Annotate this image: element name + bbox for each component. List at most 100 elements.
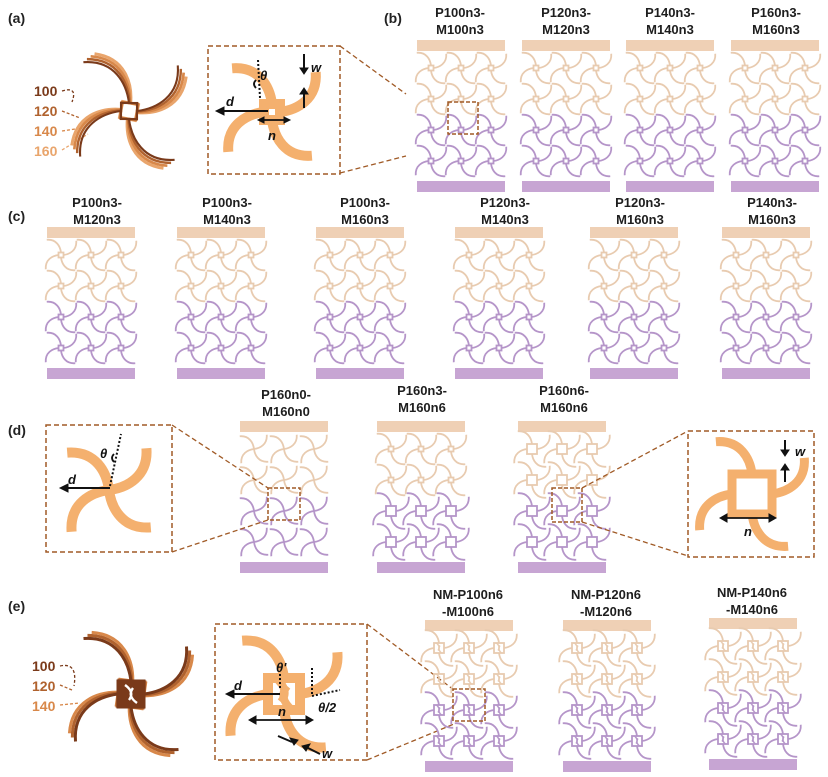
lattice-unit-cell (558, 629, 596, 667)
pinwheel-arm (471, 302, 486, 318)
pinwheel-arm (734, 738, 749, 754)
pinwheel-arm (446, 144, 462, 159)
pinwheel-size-variant (70, 52, 188, 170)
pinwheel-hub (762, 251, 770, 259)
pinwheel-arm (747, 84, 762, 100)
pinwheel-arm (727, 724, 742, 740)
pinwheel-arm (455, 527, 470, 543)
lattice-unit-cell (788, 113, 822, 147)
lattice-c4 (452, 227, 546, 384)
lattice-unit-cell (204, 238, 238, 272)
lattice-unit-cell (558, 691, 596, 729)
nested-inner-arms (436, 704, 442, 716)
pinwheel-arm (543, 479, 558, 495)
pinwheel-arm (473, 695, 488, 711)
lattice-unit-cell (44, 331, 78, 365)
pinwheel-arm (474, 129, 489, 145)
pinwheel-arm (206, 269, 222, 284)
pinwheel-hub (447, 445, 455, 453)
lattice-unit-cell (788, 144, 822, 178)
pinwheel-arm (591, 546, 607, 561)
pinwheel-arm (76, 331, 92, 346)
lattice-unit-cell (749, 238, 783, 272)
lattice-unit-cell (549, 113, 583, 147)
pinwheel-arm (490, 70, 506, 85)
pinwheel-hub (119, 101, 139, 121)
lattice-unit-cell (204, 331, 238, 365)
lattice-unit-cell (513, 523, 551, 561)
pinwheel-arm (795, 288, 811, 303)
pinwheel-arm (454, 629, 470, 644)
pinwheel-hub (562, 64, 570, 72)
pinwheel-arm (749, 285, 764, 301)
lattice-svg (452, 227, 546, 379)
pinwheel-hub (586, 505, 598, 517)
pinwheel-hub (356, 313, 364, 321)
pinwheel-hub (118, 100, 140, 122)
pinwheel-arm (468, 652, 484, 667)
pinwheel-unit-n6-enlarged (695, 437, 809, 551)
pinwheel-arm (758, 67, 773, 83)
pinwheel-arm (547, 523, 563, 538)
pinwheel-arm (498, 652, 514, 667)
pinwheel-arm (765, 319, 781, 334)
lattice-unit-cell (299, 527, 329, 557)
lattice-unit-cell (704, 689, 742, 727)
pinwheel-arm (193, 333, 208, 349)
pinwheel-arm (603, 350, 619, 365)
lattice-c6 (719, 227, 813, 384)
pinwheel-arm (460, 163, 476, 178)
pinwheel-arm (468, 257, 484, 272)
pinwheel-arm (446, 113, 462, 128)
pinwheel-arm (751, 238, 767, 253)
pinwheel-arm (450, 546, 466, 561)
pinwheel-arm (591, 515, 607, 530)
pinwheel-arm (728, 98, 743, 114)
pinwheel-arm (577, 461, 593, 476)
lattice-unit-cell (432, 492, 470, 530)
pinwheel-arm (343, 254, 358, 270)
pinwheel-arm (592, 691, 608, 706)
lattice-unit-cell (174, 238, 208, 272)
lattice-unit-cell (512, 300, 546, 334)
pinwheel-arm (425, 527, 440, 543)
pinwheel-arm (573, 479, 588, 495)
lattice-unit-cell (373, 300, 407, 334)
pinwheel-arm (223, 271, 238, 287)
pinwheel-hub (386, 251, 394, 259)
pinwheel-arm (484, 691, 500, 706)
pinwheel-hub (427, 157, 435, 165)
pinwheel-hub (732, 313, 740, 321)
lattice-unit-cell (764, 658, 802, 696)
pinwheel-arm (345, 269, 361, 284)
pinwheel-arm (765, 288, 781, 303)
pinwheel-arm (779, 285, 794, 301)
pinwheel-arm (636, 271, 651, 287)
pinwheel-hub (415, 536, 427, 548)
pinwheel-hub (217, 313, 225, 321)
pinwheel-arm (611, 695, 626, 711)
pinwheel-arm (531, 333, 546, 349)
pinwheel-arm (332, 271, 347, 287)
pinwheel-arm (517, 430, 533, 445)
pinwheel-arm (267, 119, 313, 161)
pinwheel-arm (549, 67, 564, 83)
pinwheel-hub (532, 95, 540, 103)
pinwheel-arm (702, 146, 717, 162)
size-pointer-arrows-e (59, 664, 81, 706)
pinwheel-hub (556, 443, 568, 455)
pinwheel-arm (450, 451, 466, 466)
pinwheel-hub (792, 251, 800, 259)
lattice-unit-cell (647, 238, 681, 272)
pinwheel-arm (721, 331, 737, 346)
pinwheel-arm (362, 240, 377, 256)
pinwheel-arm (240, 510, 255, 526)
pinwheel-hub (532, 126, 540, 134)
pinwheel-arm (433, 53, 448, 69)
lattice-unit-cell (734, 658, 772, 696)
pinwheel-arm (562, 629, 578, 644)
pinwheel-arm (752, 743, 768, 758)
pinwheel-arm (666, 271, 681, 287)
pinwheel-hub (463, 704, 475, 716)
nested-inner-arms (496, 673, 502, 685)
